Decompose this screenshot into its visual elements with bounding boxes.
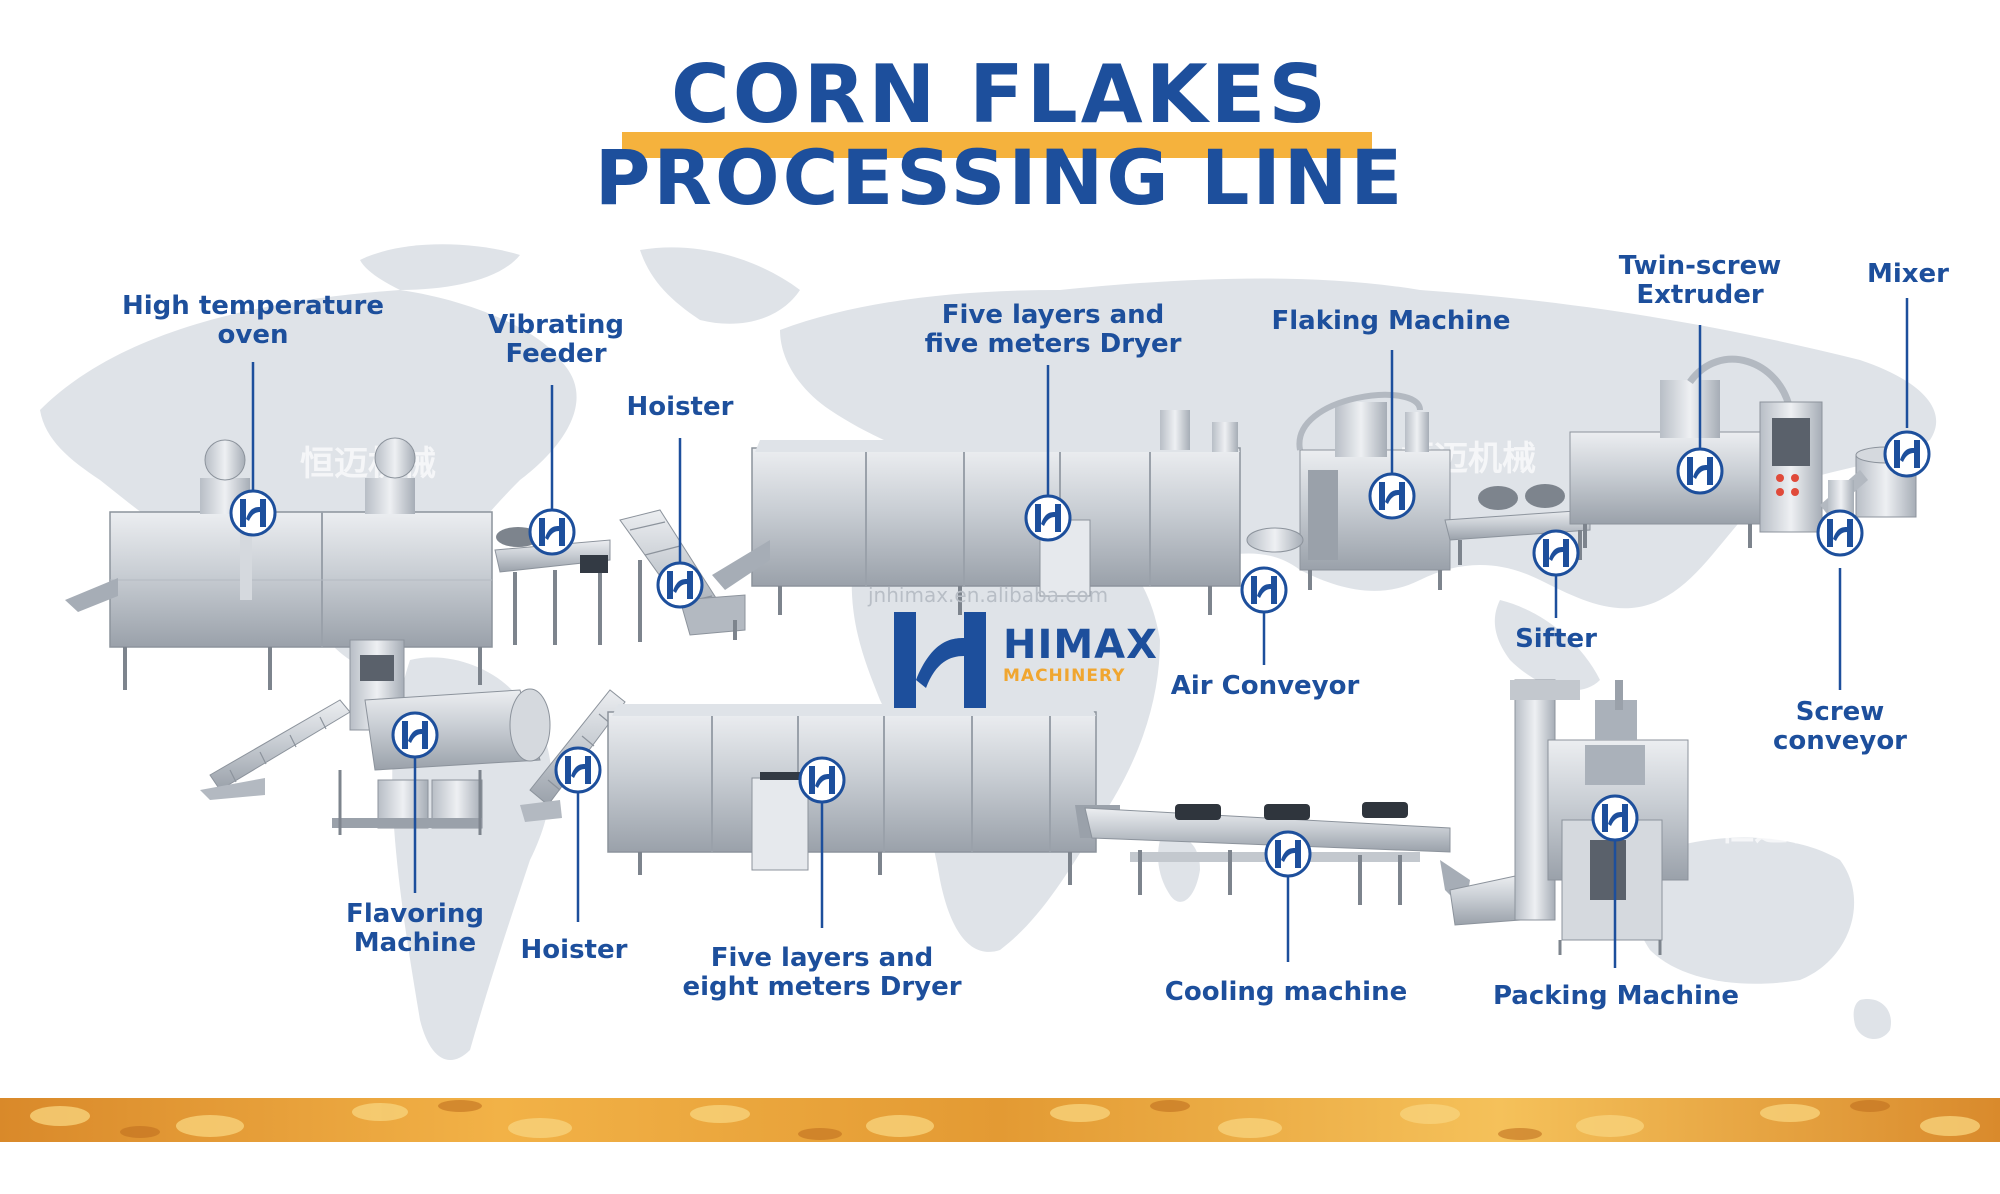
svg-text:恒迈机械: 恒迈机械 [1720, 809, 1856, 849]
label-flavoring-machine: Flavoring Machine [346, 899, 484, 958]
label-packing-machine: Packing Machine [1492, 981, 1740, 1011]
himax-badge-icon [528, 508, 576, 556]
himax-badge-icon [1532, 529, 1580, 577]
label-mixer: Mixer [1866, 259, 1950, 289]
himax-badge-icon [1816, 509, 1864, 557]
label-hoister-top: Hoister [626, 392, 734, 422]
label-flaking-machine: Flaking Machine [1271, 306, 1511, 336]
label-vibrating-feeder: Vibrating Feeder [487, 310, 625, 369]
label-sifter: Sifter [1515, 624, 1597, 654]
himax-badge-icon [1368, 472, 1416, 520]
himax-badge-icon [656, 561, 704, 609]
himax-badge-icon [229, 489, 277, 537]
title-line-2: PROCESSING LINE [594, 133, 1406, 222]
label-air-conveyor: Air Conveyor [1170, 671, 1360, 701]
himax-badge-icon [798, 756, 846, 804]
watermark-url: jnhimax.en.alibaba.com [868, 583, 1109, 607]
label-dryer-5m: Five layers and five meters Dryer [924, 300, 1182, 359]
himax-badge-icon [1240, 566, 1288, 614]
label-dryer-8m: Five layers and eight meters Dryer [682, 943, 962, 1002]
corn-flakes-band [0, 1098, 2000, 1142]
svg-text:恒迈机械: 恒迈机械 [500, 989, 636, 1029]
label-hoister-bottom: Hoister [520, 935, 628, 965]
label-screw-conveyor: Screw conveyor [1773, 697, 1907, 756]
himax-badge-icon [1676, 447, 1724, 495]
title-highlight-bar [622, 132, 1372, 158]
brand-name: HIMAX [1003, 622, 1158, 668]
title-line-1: CORN FLAKES [671, 48, 1329, 141]
label-cooling-machine: Cooling machine [1164, 977, 1408, 1007]
himax-logo-icon [894, 612, 986, 708]
himax-badge-icon [1591, 794, 1639, 842]
himax-badge-icon [554, 746, 602, 794]
label-twin-screw-extruder: Twin-screw Extruder [1618, 251, 1782, 310]
brand-subtitle: MACHINERY [1003, 666, 1126, 686]
himax-badge-icon [1024, 494, 1072, 542]
himax-badge-icon [391, 711, 439, 759]
himax-badge-icon [1883, 430, 1931, 478]
himax-badge-icon [1264, 830, 1312, 878]
label-oven: High temperature oven [121, 291, 385, 350]
